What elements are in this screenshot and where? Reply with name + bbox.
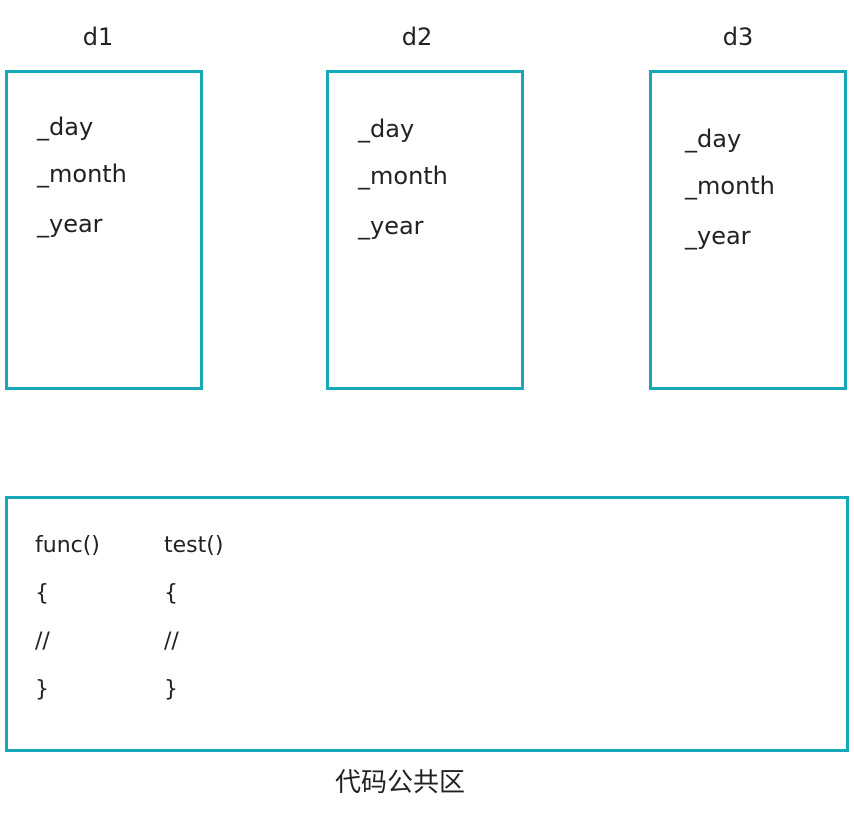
object-box-d1: _day _month _year: [5, 70, 203, 390]
object-box-d3: _day _month _year: [649, 70, 847, 390]
code-area-caption: 代码公共区: [334, 768, 465, 798]
code-area-box: [5, 496, 849, 752]
member-year: _year: [685, 222, 751, 250]
comment: //: [35, 629, 50, 654]
object-title-d3: d3: [722, 23, 754, 51]
member-month: _month: [685, 172, 775, 200]
member-year: _year: [37, 210, 103, 238]
function-test: test() { // }: [164, 522, 223, 714]
object-box-d2: _day _month _year: [326, 70, 524, 390]
member-month: _month: [37, 160, 127, 188]
open-brace: {: [164, 581, 178, 606]
member-day: _day: [358, 115, 415, 143]
object-title-d1: d1: [82, 23, 114, 51]
open-brace: {: [35, 581, 49, 606]
comment: //: [164, 629, 179, 654]
function-func: func() { // }: [35, 522, 100, 714]
close-brace: }: [164, 677, 178, 702]
member-month: _month: [358, 162, 448, 190]
member-day: _day: [37, 113, 94, 141]
member-day: _day: [685, 125, 742, 153]
function-signature: func(): [35, 533, 100, 558]
function-signature: test(): [164, 533, 224, 558]
close-brace: }: [35, 677, 49, 702]
member-year: _year: [358, 212, 424, 240]
object-title-d2: d2: [401, 23, 433, 51]
